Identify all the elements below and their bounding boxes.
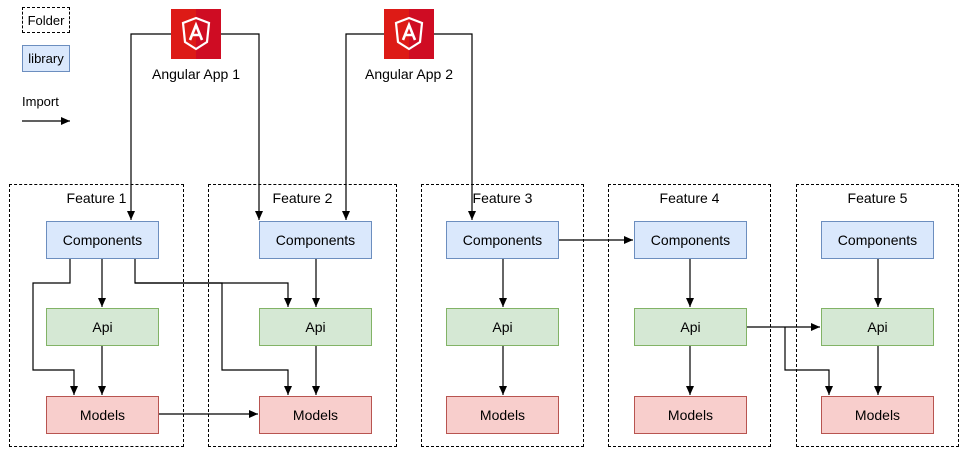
angular-app-1: Angular App 1 [141,9,251,82]
feature-5-models: Models [821,396,934,434]
feature-2-folder: Feature 2 [208,184,397,447]
feature-5-components: Components [821,221,934,259]
app1-to-feature2-arrow [221,33,263,220]
angular-icon [171,9,221,59]
angular-app-2-label: Angular App 2 [365,66,453,82]
app2-to-feature3-arrow [434,33,476,220]
feature-2-models: Models [259,396,372,434]
feature-1-models: Models [46,396,159,434]
feature-1-title: Feature 1 [66,190,127,206]
f4-api-to-f5-models-arrow [784,327,833,395]
legend-library-label: library [28,51,64,66]
f1-components-to-models-arrow [32,259,78,395]
feature-4-models: Models [634,396,747,434]
feature-2-components: Components [259,221,372,259]
feature-5-title: Feature 5 [847,190,908,206]
angular-icon [384,9,434,59]
feature-5-folder: Feature 5 [796,184,959,447]
feature-3-components: Components [446,221,559,259]
feature-5-api: Api [821,308,934,346]
feature-3-models: Models [446,396,559,434]
feature-2-title: Feature 2 [272,190,333,206]
legend-library: library [22,45,70,72]
feature-1-api: Api [46,308,159,346]
feature-1-folder: Feature 1 [9,184,184,447]
angular-app-2: Angular App 2 [354,9,464,82]
feature-1-components: Components [46,221,159,259]
feature-4-folder: Feature 4 [608,184,771,447]
legend-import-label: Import [22,94,59,109]
feature-3-folder: Feature 3 [421,184,584,447]
feature-4-api: Api [634,308,747,346]
legend-folder: Folder [22,7,70,33]
f1-components-to-f2-models-arrow [135,282,292,395]
feature-4-title: Feature 4 [659,190,720,206]
feature-3-api: Api [446,308,559,346]
feature-2-api: Api [259,308,372,346]
feature-3-title: Feature 3 [472,190,533,206]
feature-4-components: Components [634,221,747,259]
app1-to-feature1-arrow [127,33,171,220]
angular-app-1-label: Angular App 1 [152,66,240,82]
legend-folder-label: Folder [27,12,65,28]
app2-to-feature2-arrow [342,33,384,220]
